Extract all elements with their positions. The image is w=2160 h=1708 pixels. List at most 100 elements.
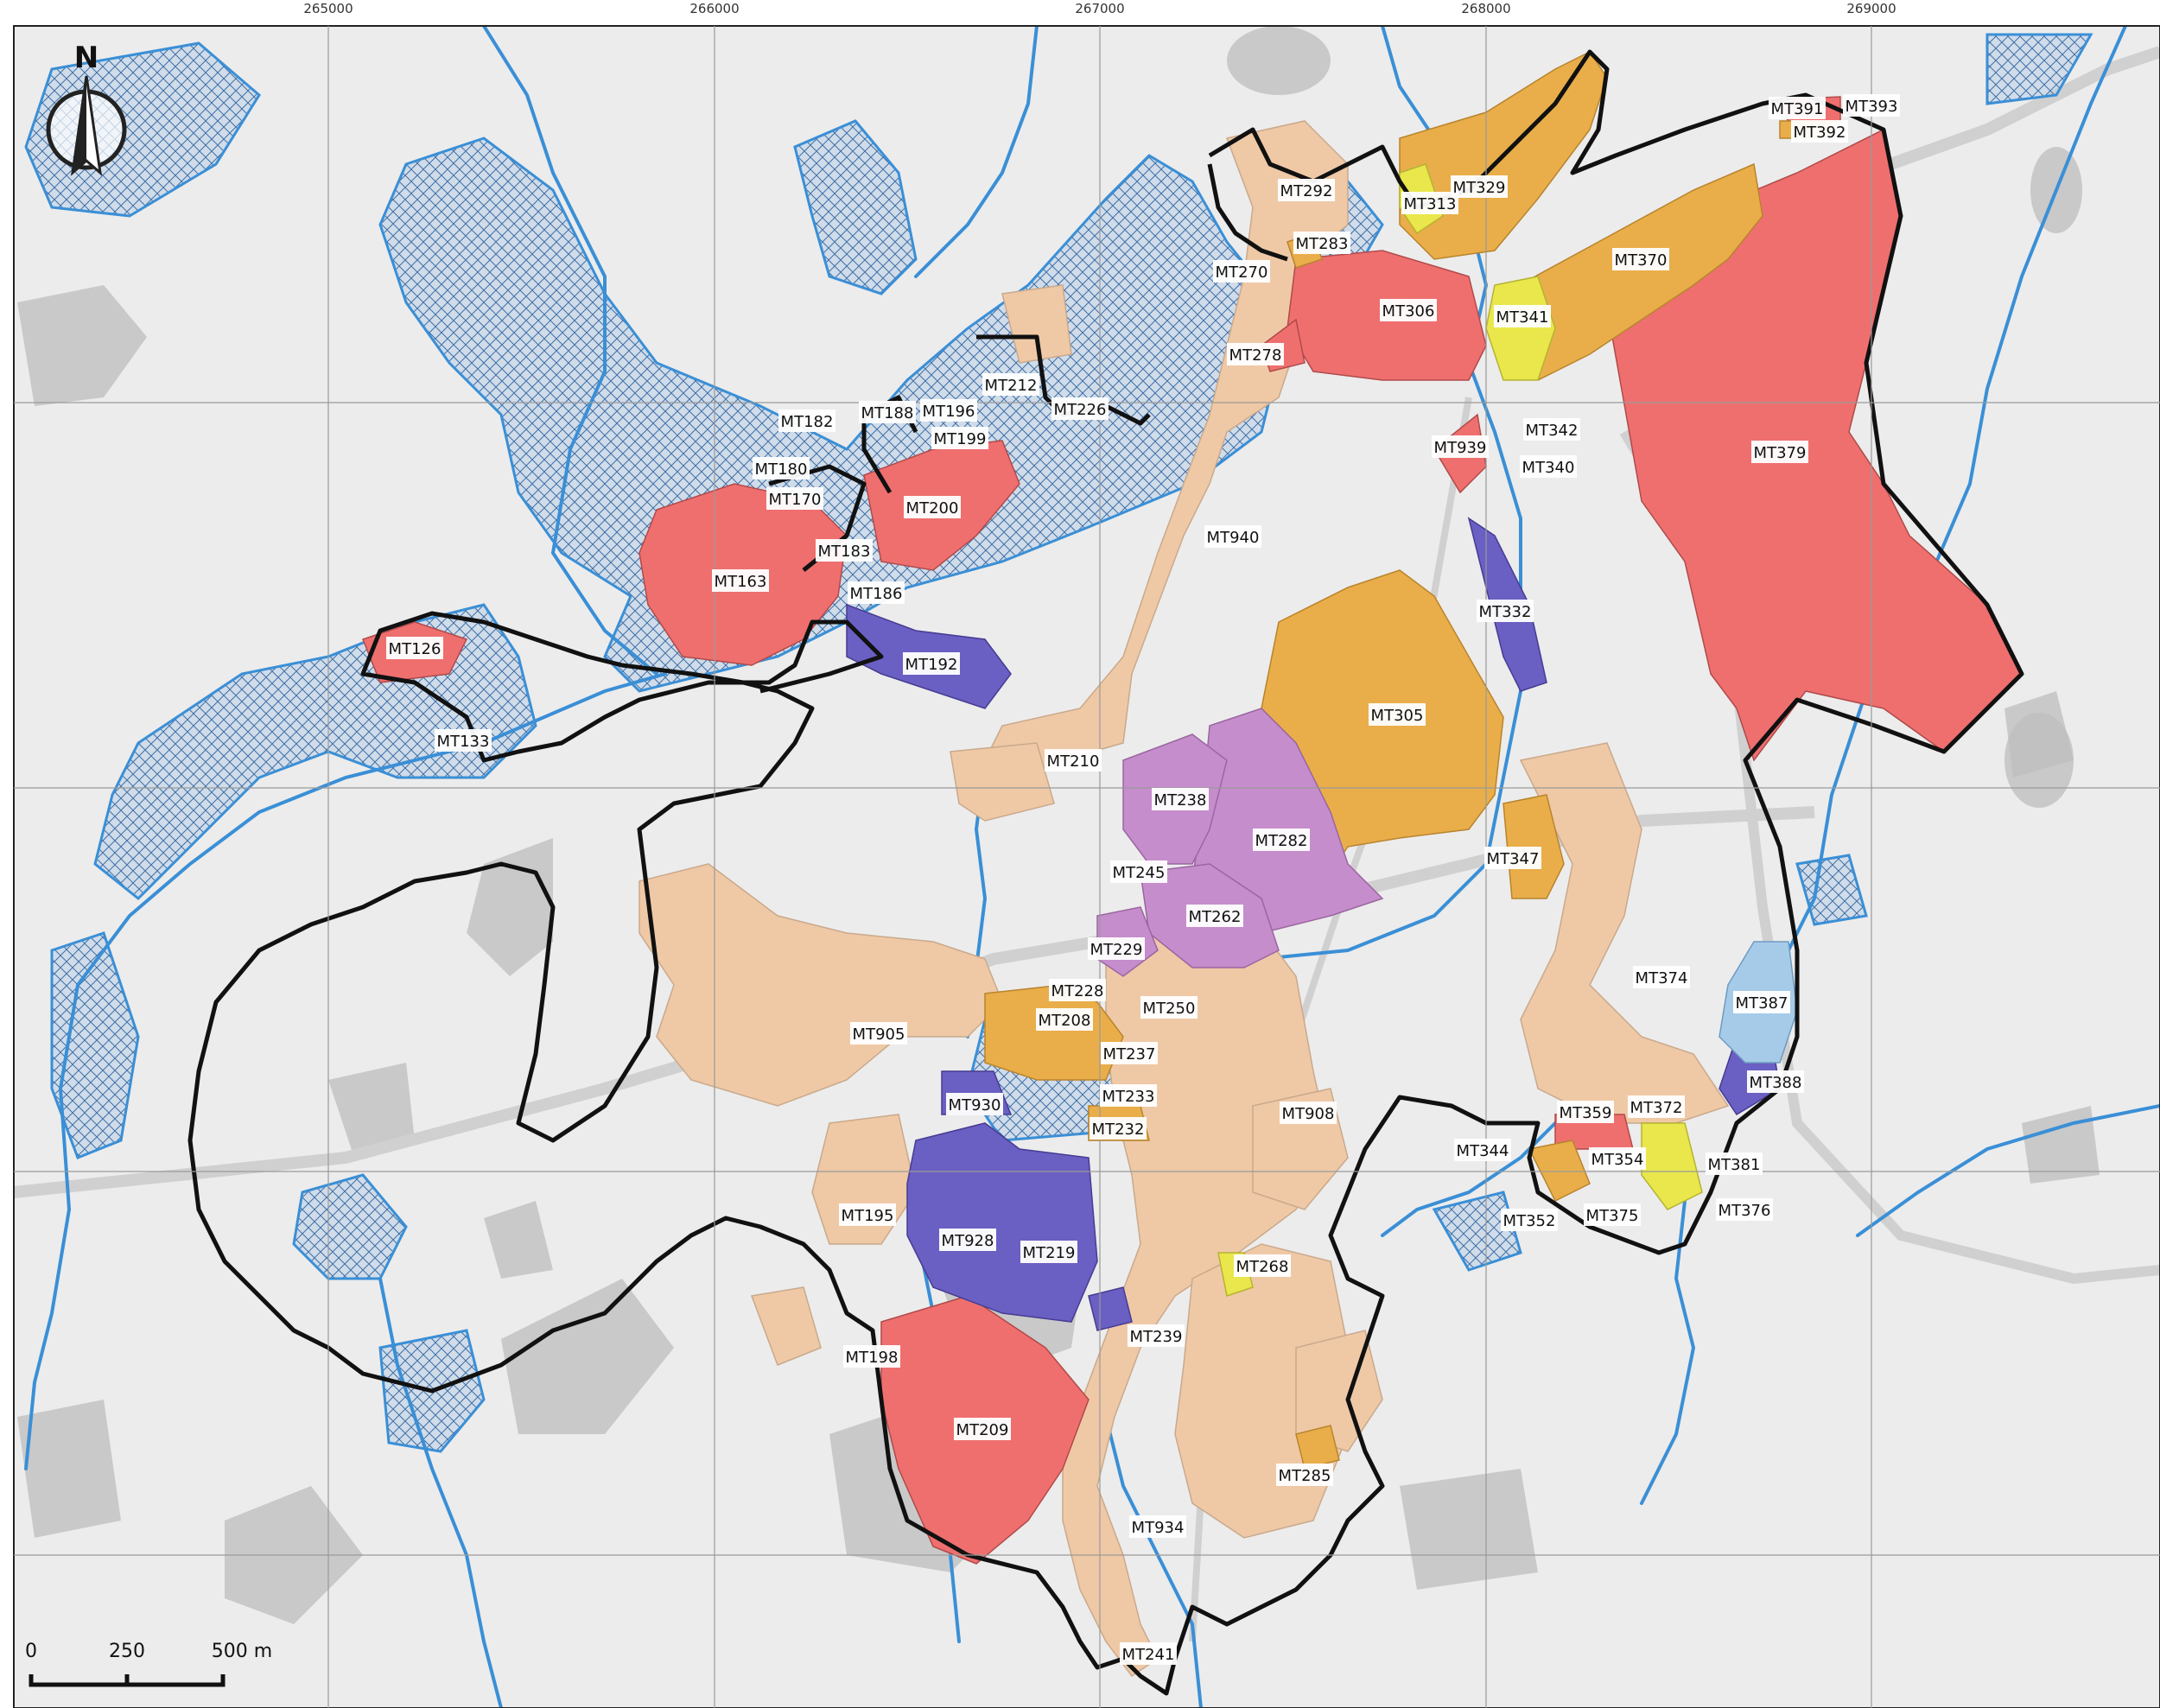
site-label-box (1204, 525, 1261, 548)
scale-bar-line (29, 1674, 226, 1687)
site-label-box (1612, 248, 1669, 270)
site-label-box (982, 373, 1039, 396)
site-label-box (939, 1229, 996, 1251)
site-label-text: MT283 (1296, 235, 1349, 253)
site-mt928-shape (906, 1122, 1098, 1323)
flood-zone-layer (24, 33, 2093, 1453)
site-label-mt126: MT126 (386, 637, 443, 659)
site-label-mt229: MT229 (1088, 937, 1145, 960)
site-label-text: MT126 (389, 640, 442, 658)
site-label-mt332: MT332 (1477, 600, 1534, 622)
site-label-mt199: MT199 (931, 427, 988, 449)
site-label-mt228: MT228 (1049, 979, 1106, 1001)
site-label-box (946, 1093, 1003, 1115)
site-label-box (1733, 991, 1790, 1013)
site-label-mt340: MT340 (1520, 455, 1577, 478)
site-label-box (712, 569, 769, 592)
site-label-mt381: MT381 (1706, 1152, 1763, 1175)
site-label-text: MT370 (1615, 251, 1668, 270)
site-label-mt239: MT239 (1128, 1324, 1185, 1347)
site-label-box (1213, 260, 1270, 283)
site-label-mt198: MT198 (843, 1345, 900, 1368)
site-label-text: MT329 (1453, 179, 1506, 197)
site-label-text: MT278 (1229, 346, 1282, 365)
site-label-box (1152, 788, 1209, 810)
site-label-mt182: MT182 (778, 410, 835, 432)
site-label-text: MT208 (1039, 1012, 1091, 1030)
site-label-text: MT219 (1023, 1244, 1076, 1262)
site-label-box (848, 581, 905, 604)
site-label-box (386, 637, 443, 659)
site-label-box (1751, 441, 1808, 463)
site-label-mt374: MT374 (1633, 966, 1690, 988)
site-label-text: MT376 (1718, 1202, 1771, 1220)
site-label-mt233: MT233 (1100, 1084, 1157, 1107)
site-label-box (843, 1345, 900, 1368)
site-label-box (1293, 232, 1350, 254)
site-label-box (1020, 1241, 1077, 1263)
site-label-mt208: MT208 (1036, 1008, 1093, 1031)
site-label-box (1140, 996, 1198, 1019)
site-label-text: MT209 (956, 1421, 1009, 1439)
site-label-mt342: MT342 (1523, 418, 1580, 441)
site-label-text: MT133 (437, 733, 490, 751)
site-label-text: MT188 (861, 404, 914, 422)
site-label-text: MT387 (1736, 994, 1788, 1013)
site-label-box (1051, 397, 1109, 420)
site-label-mt226: MT226 (1051, 397, 1109, 420)
site-label-mt285: MT285 (1276, 1464, 1333, 1486)
site-label-box (1520, 455, 1577, 478)
site-label-text: MT379 (1754, 444, 1807, 462)
site-label-box (1633, 966, 1690, 988)
site-label-box (1234, 1254, 1291, 1277)
site-label-text: MT282 (1255, 832, 1308, 850)
site-label-mt183: MT183 (816, 539, 873, 562)
scale-label-0: 0 (25, 1641, 37, 1662)
site-label-box (1278, 179, 1335, 201)
site-label-text: MT332 (1479, 603, 1532, 621)
site-label-mt359: MT359 (1557, 1101, 1614, 1123)
north-arrow: N (46, 41, 127, 176)
site-label-box (1380, 299, 1437, 321)
site-label-text: MT372 (1630, 1099, 1683, 1117)
site-label-box (1747, 1070, 1804, 1093)
site-label-mt388: MT388 (1747, 1070, 1804, 1093)
site-label-text: MT375 (1586, 1207, 1639, 1225)
site-label-box (1100, 1084, 1157, 1107)
north-arrow-half-icon (73, 76, 86, 173)
site-label-mt212: MT212 (982, 373, 1039, 396)
site-label-mt379: MT379 (1751, 441, 1808, 463)
site-label-mt375: MT375 (1584, 1203, 1641, 1226)
site-label-mt238: MT238 (1152, 788, 1209, 810)
site-label-mt341: MT341 (1494, 305, 1551, 327)
site-label-text: MT340 (1522, 459, 1575, 477)
site-label-box (1706, 1152, 1763, 1175)
site-label-text: MT199 (934, 430, 987, 448)
site-label-text: MT238 (1154, 791, 1207, 810)
site-label-mt347: MT347 (1484, 847, 1541, 869)
x-tick-label: 267000 (1075, 1, 1124, 16)
site-label-text: MT392 (1794, 124, 1846, 142)
site-label-box (1494, 305, 1551, 327)
site-label-mt200: MT200 (904, 496, 961, 518)
site-label-mt219: MT219 (1020, 1241, 1077, 1263)
x-axis-ticks: 265000 266000 267000 268000 269000 (303, 1, 1896, 16)
site-label-box (1791, 120, 1848, 143)
site-label-text: MT393 (1846, 98, 1898, 116)
site-label-text: MT344 (1457, 1142, 1509, 1160)
site-label-mt133: MT133 (435, 729, 492, 752)
site-label-box (920, 399, 977, 422)
site-label-mt939: MT939 (1432, 435, 1489, 458)
site-label-text: MT270 (1216, 264, 1268, 282)
site-label-mt392: MT392 (1791, 120, 1848, 143)
site-label-box (1369, 703, 1426, 726)
site-label-mt344: MT344 (1454, 1139, 1511, 1161)
site-label-box (1484, 847, 1541, 869)
site-label-mt210: MT210 (1045, 749, 1102, 771)
site-label-mt209: MT209 (954, 1418, 1011, 1440)
site-label-mt241: MT241 (1120, 1642, 1177, 1665)
site-label-mt245: MT245 (1110, 860, 1167, 883)
site-label-text: MT928 (942, 1232, 994, 1250)
scale-bar: 0 250 500 m (25, 1641, 272, 1687)
